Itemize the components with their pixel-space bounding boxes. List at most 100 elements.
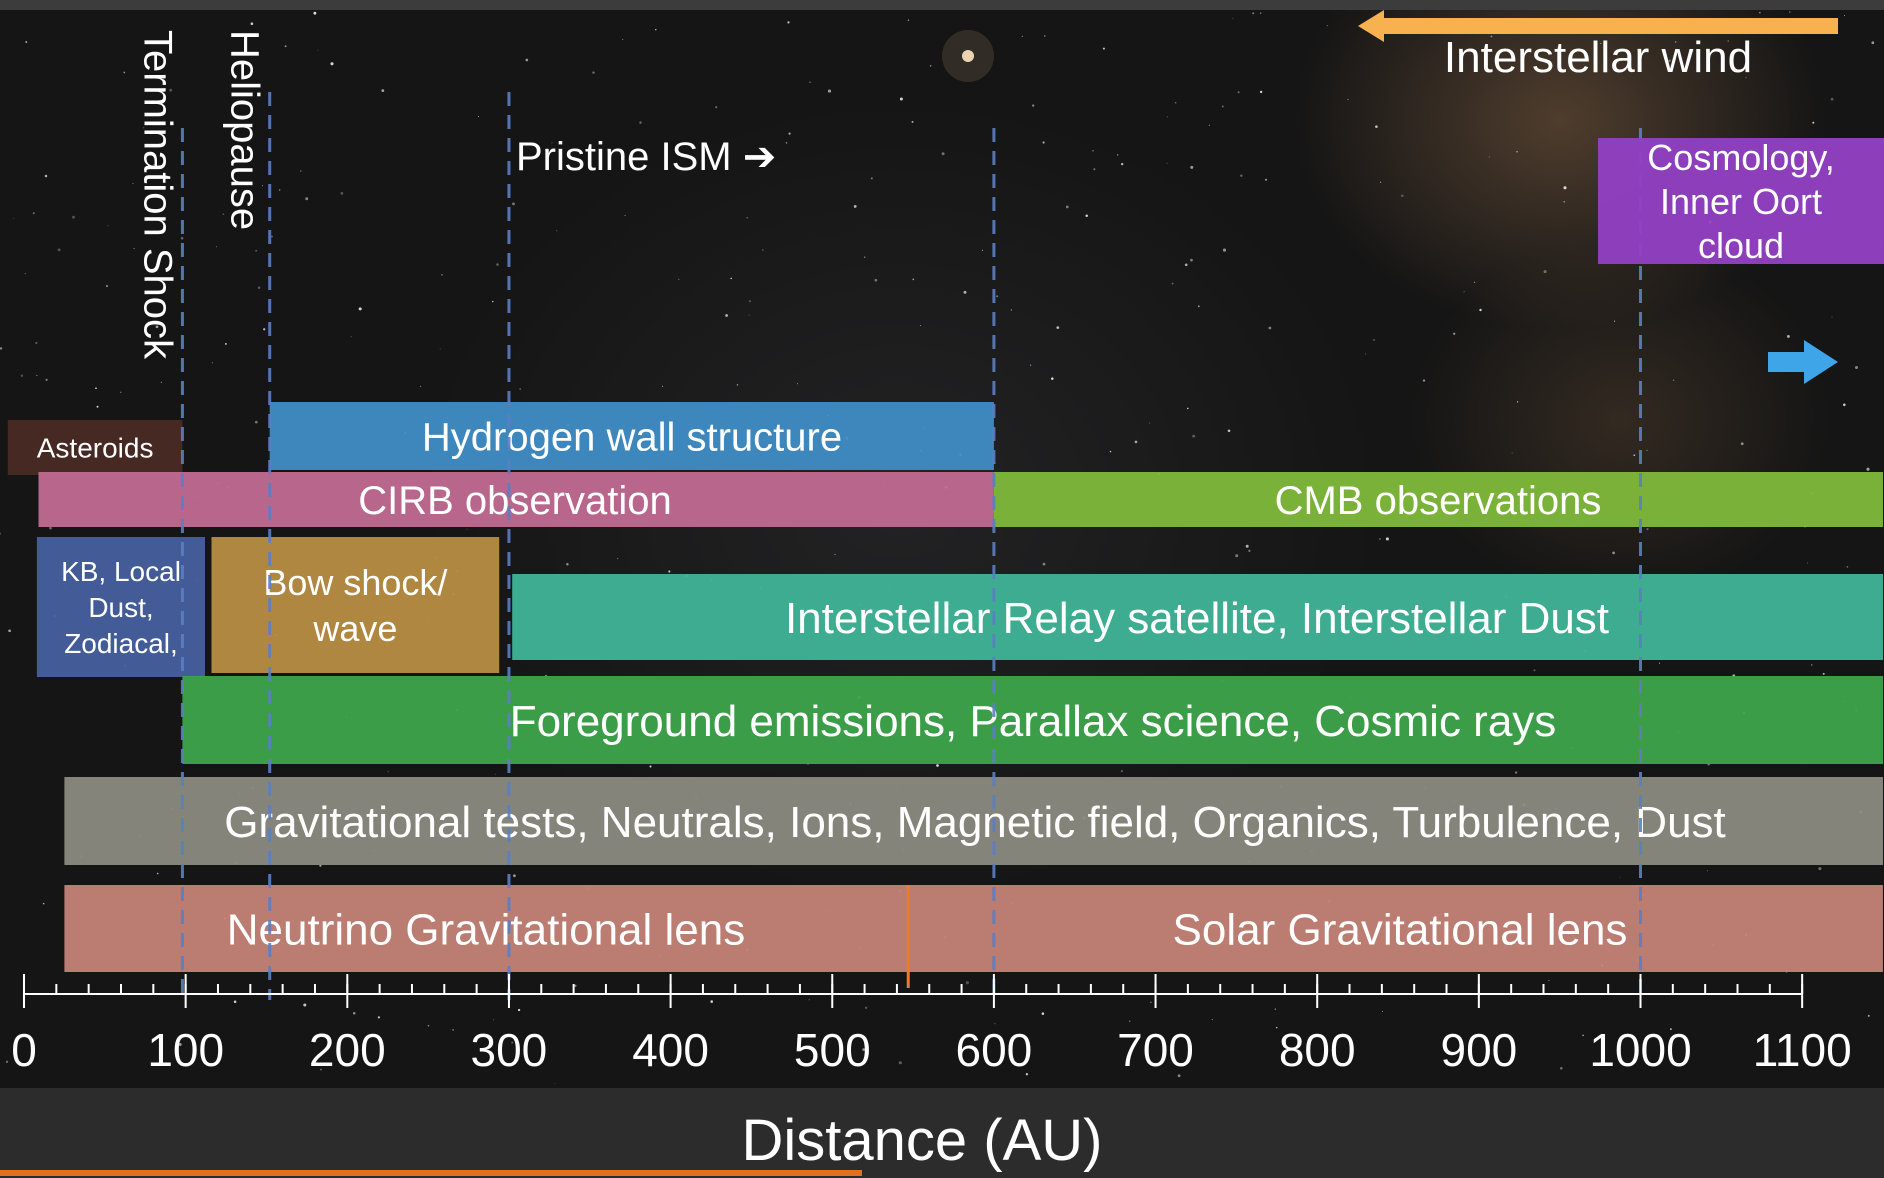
star [1222,248,1227,252]
bar-label: KB, Local [61,556,181,587]
star [142,127,145,129]
x-tick-label: 700 [1117,1024,1194,1076]
star [1041,1012,1045,1015]
star [427,1024,430,1027]
star [512,202,515,206]
star [222,213,225,215]
star [864,256,866,258]
star [725,314,728,317]
x-tick-label: 600 [956,1024,1033,1076]
star [1867,1014,1870,1017]
star [271,235,273,238]
range-bar [993,472,1883,527]
star [1381,1011,1383,1013]
star [1347,98,1349,100]
star [35,341,38,345]
star [1619,876,1621,878]
star [1197,305,1200,308]
star [1812,121,1815,124]
star [1758,11,1761,14]
star [809,81,811,83]
star [1275,1026,1278,1029]
star [1085,214,1088,218]
star [330,62,334,66]
range-bar [269,402,994,470]
bar-label: Foreground emissions, Parallax science, … [510,697,1557,746]
star [1385,537,1389,541]
star [42,902,45,905]
star [13,217,15,219]
star [676,1038,678,1041]
star [254,420,258,424]
star [36,374,38,377]
star [257,286,261,289]
star [1021,35,1023,37]
star [1533,669,1536,672]
star [24,273,26,275]
star [224,342,227,345]
star [352,1012,356,1015]
star [1840,1066,1842,1069]
star [746,216,749,219]
star [511,1041,514,1044]
star [1672,379,1675,381]
star [1190,258,1193,262]
star [639,121,642,124]
star [862,1048,866,1052]
star [156,872,159,875]
star [1187,407,1189,410]
star [853,204,857,208]
star [1401,194,1404,197]
star [554,1083,556,1084]
star [494,773,496,775]
star [941,152,945,156]
star [1166,162,1168,164]
star [95,387,97,390]
star [1042,562,1046,566]
star [300,170,302,172]
star [1517,401,1519,403]
range-bar [36,537,206,677]
star [120,391,122,393]
star [466,528,468,530]
star [1184,263,1188,267]
x-tick-label: 100 [147,1024,224,1076]
range-bar [64,777,1883,865]
star [513,874,516,878]
star [1245,544,1249,548]
continue-arrow-head [1804,340,1838,384]
star [106,285,108,287]
star [1129,1020,1131,1022]
star [320,1068,322,1071]
star [1866,467,1870,471]
star [1264,178,1268,181]
star [1120,769,1124,773]
star [1740,442,1744,446]
star [1149,422,1151,424]
star [899,97,903,101]
bar-label: Solar Gravitational lens [1173,905,1628,954]
star [1707,870,1708,872]
bar-label: Interstellar Relay satellite, Interstell… [785,594,1609,643]
star [1745,77,1747,79]
star [1192,434,1196,438]
star [1227,429,1231,433]
star [250,22,254,26]
star [44,174,48,178]
star [493,1019,495,1021]
star [1559,1066,1563,1070]
star [1818,867,1822,871]
bar-label: Dust, [88,592,153,623]
star [1871,41,1875,45]
bar-label: Hydrogen wall structure [422,415,842,459]
x-tick-label: 1000 [1589,1024,1691,1076]
star [1240,174,1243,177]
star [1051,377,1054,380]
star [1514,771,1518,774]
boundary-label: Heliopause [223,30,267,230]
star [1116,154,1119,156]
